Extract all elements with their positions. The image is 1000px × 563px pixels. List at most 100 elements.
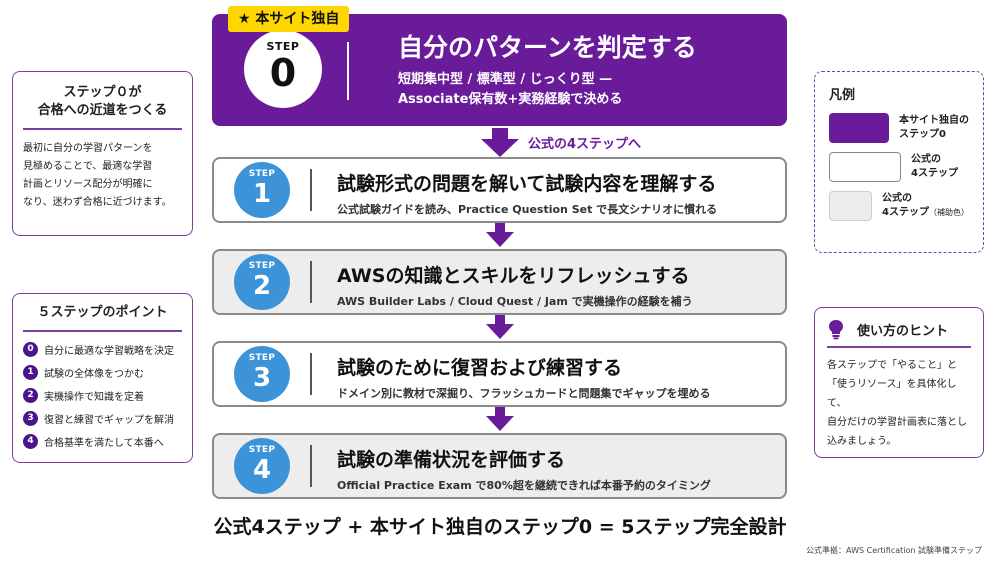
step3-divider bbox=[310, 353, 312, 395]
arrow-down-icon bbox=[486, 223, 514, 247]
hint-body: 各ステップで「やること」と 「使うリソース」を具体化して、 自分だけの学習計画表… bbox=[827, 356, 971, 451]
step0-sub-line1: 短期集中型 / 標準型 / じっくり型 — bbox=[398, 72, 613, 87]
point-number: 0 bbox=[23, 341, 38, 357]
step4-title: 試験の準備状況を評価する bbox=[337, 449, 566, 471]
point-text: 合格基準を満たして本番へ bbox=[44, 437, 164, 449]
hint-card: 使い方のヒント 各ステップで「やること」と 「使うリソース」を具体化して、 自分… bbox=[814, 307, 984, 458]
card-rule bbox=[827, 346, 971, 348]
legend-item: 公式の 4ステップ（補助色） bbox=[829, 191, 969, 221]
lightbulb-icon bbox=[829, 320, 843, 340]
point-number: 1 bbox=[23, 364, 38, 380]
arrow-down-icon bbox=[486, 315, 514, 339]
step3-circle: STEP 3 bbox=[234, 346, 290, 402]
step2-label: STEP bbox=[248, 261, 276, 271]
step1-circle: STEP 1 bbox=[234, 162, 290, 218]
legend-label-line: 本サイト独自の bbox=[899, 115, 969, 126]
point-item: 3 復習と練習でギャップを解消 bbox=[23, 407, 182, 430]
legend-label-line: ステップ0 bbox=[899, 129, 946, 140]
step0-label: STEP bbox=[266, 40, 300, 53]
step1-box bbox=[212, 157, 787, 223]
point-text: 実機操作で知識を定着 bbox=[44, 391, 144, 403]
source-note: 公式準拠：AWS Certification 試験準備ステップ bbox=[806, 546, 982, 555]
point-number: 4 bbox=[23, 433, 38, 449]
legend-item: 公式の 4ステップ bbox=[829, 152, 969, 182]
arrow-label: 公式の4ステップへ bbox=[528, 137, 642, 152]
step0-info-card: ステップ０が 合格への近道をつくる 最初に自分の学習パターンを 見極めることで、… bbox=[12, 71, 193, 236]
legend-label-line: 4ステップ bbox=[911, 168, 958, 179]
step0-number: 0 bbox=[269, 51, 297, 95]
step4-circle: STEP 4 bbox=[234, 438, 290, 494]
step4-desc: Official Practice Exam で80%超を継続できれば本番予約の… bbox=[337, 479, 711, 492]
legend-note: （補助色） bbox=[929, 208, 969, 217]
step1-number: 1 bbox=[252, 179, 272, 209]
step0-divider bbox=[347, 42, 349, 100]
legend-label: 本サイト独自の ステップ0 bbox=[899, 114, 969, 142]
step2-number: 2 bbox=[252, 271, 272, 301]
legend-label-line: 公式の bbox=[911, 154, 941, 165]
legend-label-text: 4ステップ bbox=[882, 207, 929, 218]
step1-title: 試験形式の問題を解いて試験内容を理解する bbox=[337, 173, 717, 195]
original-badge: ★ 本サイト独自 bbox=[228, 6, 350, 32]
legend-label: 公式の 4ステップ（補助色） bbox=[882, 192, 969, 220]
legend-swatch-gray bbox=[829, 191, 873, 221]
step3-label: STEP bbox=[248, 353, 276, 363]
hint-line: 自分だけの学習計画表に落とし bbox=[827, 416, 967, 428]
hint-title: 使い方のヒント bbox=[857, 323, 949, 339]
step0-circle: STEP 0 bbox=[244, 30, 322, 108]
step2-desc: AWS Builder Labs / Cloud Quest / Jam で実機… bbox=[337, 295, 693, 308]
card-body-line: なり、迷わず合格に近づけます。 bbox=[23, 196, 172, 208]
card-title-line2: 合格への近道をつくる bbox=[37, 103, 168, 118]
legend-item: 本サイト独自の ステップ0 bbox=[829, 113, 969, 143]
step2-title: AWSの知識とスキルをリフレッシュする bbox=[337, 265, 690, 287]
arrow-down-icon bbox=[481, 128, 519, 157]
step0-subtitle: 短期集中型 / 標準型 / じっくり型 — Associate保有数+実務経験で… bbox=[398, 70, 622, 110]
legend-label: 公式の 4ステップ bbox=[911, 153, 958, 181]
step3-box bbox=[212, 341, 787, 407]
card-title-line1: ステップ０が bbox=[63, 85, 142, 100]
card-rule bbox=[23, 128, 182, 130]
point-item: 1 試験の全体像をつかむ bbox=[23, 361, 182, 384]
step3-desc: ドメイン別に教材で深掘り、フラッシュカードと問題集でギャップを埋める bbox=[337, 387, 711, 400]
step1-label: STEP bbox=[248, 169, 276, 179]
step4-number: 4 bbox=[252, 455, 272, 485]
card-body-line: 最初に自分の学習パターンを bbox=[23, 142, 153, 154]
points-title: ５ステップのポイント bbox=[37, 305, 168, 320]
point-number: 3 bbox=[23, 410, 38, 426]
arrow-down-icon bbox=[486, 407, 514, 431]
point-text: 自分に最適な学習戦略を決定 bbox=[44, 345, 174, 357]
step1-desc: 公式試験ガイドを読み、Practice Question Set で長文シナリオ… bbox=[337, 203, 718, 216]
step1-divider bbox=[310, 169, 312, 211]
step0-sub-line2: Associate保有数+実務経験で決める bbox=[398, 92, 623, 107]
point-number: 2 bbox=[23, 387, 38, 403]
legend-swatch-purple bbox=[829, 113, 889, 143]
summary-line: 公式4ステップ + 本サイト独自のステップ0 = 5ステップ完全設計 bbox=[213, 516, 787, 538]
step3-number: 3 bbox=[252, 363, 272, 393]
point-item: 0 自分に最適な学習戦略を決定 bbox=[23, 338, 182, 361]
legend-label-line: 公式の bbox=[882, 193, 913, 204]
step3-title: 試験のために復習および練習する bbox=[337, 357, 623, 379]
legend-swatch-white bbox=[829, 152, 901, 182]
step2-circle: STEP 2 bbox=[234, 254, 290, 310]
legend-title: 凡例 bbox=[829, 88, 856, 103]
points-card: ５ステップのポイント 0 自分に最適な学習戦略を決定 1 試験の全体像をつかむ … bbox=[12, 293, 193, 463]
step4-box bbox=[212, 433, 787, 499]
step4-label: STEP bbox=[248, 445, 276, 455]
hint-line: 各ステップで「やること」と bbox=[827, 359, 957, 371]
hint-header: 使い方のヒント bbox=[827, 318, 971, 340]
point-text: 復習と練習でギャップを解消 bbox=[44, 414, 174, 426]
hint-line: 込みましょう。 bbox=[827, 435, 897, 447]
point-text: 試験の全体像をつかむ bbox=[44, 368, 144, 380]
point-item: 2 実機操作で知識を定着 bbox=[23, 384, 182, 407]
step0-title: 自分のパターンを判定する bbox=[398, 33, 697, 62]
legend-card: 凡例 本サイト独自の ステップ0 公式の 4ステップ 公式の 4ステップ（補助色… bbox=[814, 71, 984, 253]
step2-divider bbox=[310, 261, 312, 303]
step4-divider bbox=[310, 445, 312, 487]
card-rule bbox=[23, 330, 182, 332]
hint-line: 「使うリソース」を具体化して、 bbox=[827, 378, 957, 409]
card-body: 最初に自分の学習パターンを 見極めることで、最適な学習 計画とリソース配分が明確… bbox=[23, 140, 182, 212]
card-body-line: 計画とリソース配分が明確に bbox=[23, 178, 153, 190]
legend-label-line: 4ステップ（補助色） bbox=[882, 206, 969, 220]
card-body-line: 見極めることで、最適な学習 bbox=[23, 160, 153, 172]
step2-box bbox=[212, 249, 787, 315]
point-item: 4 合格基準を満たして本番へ bbox=[23, 430, 182, 453]
